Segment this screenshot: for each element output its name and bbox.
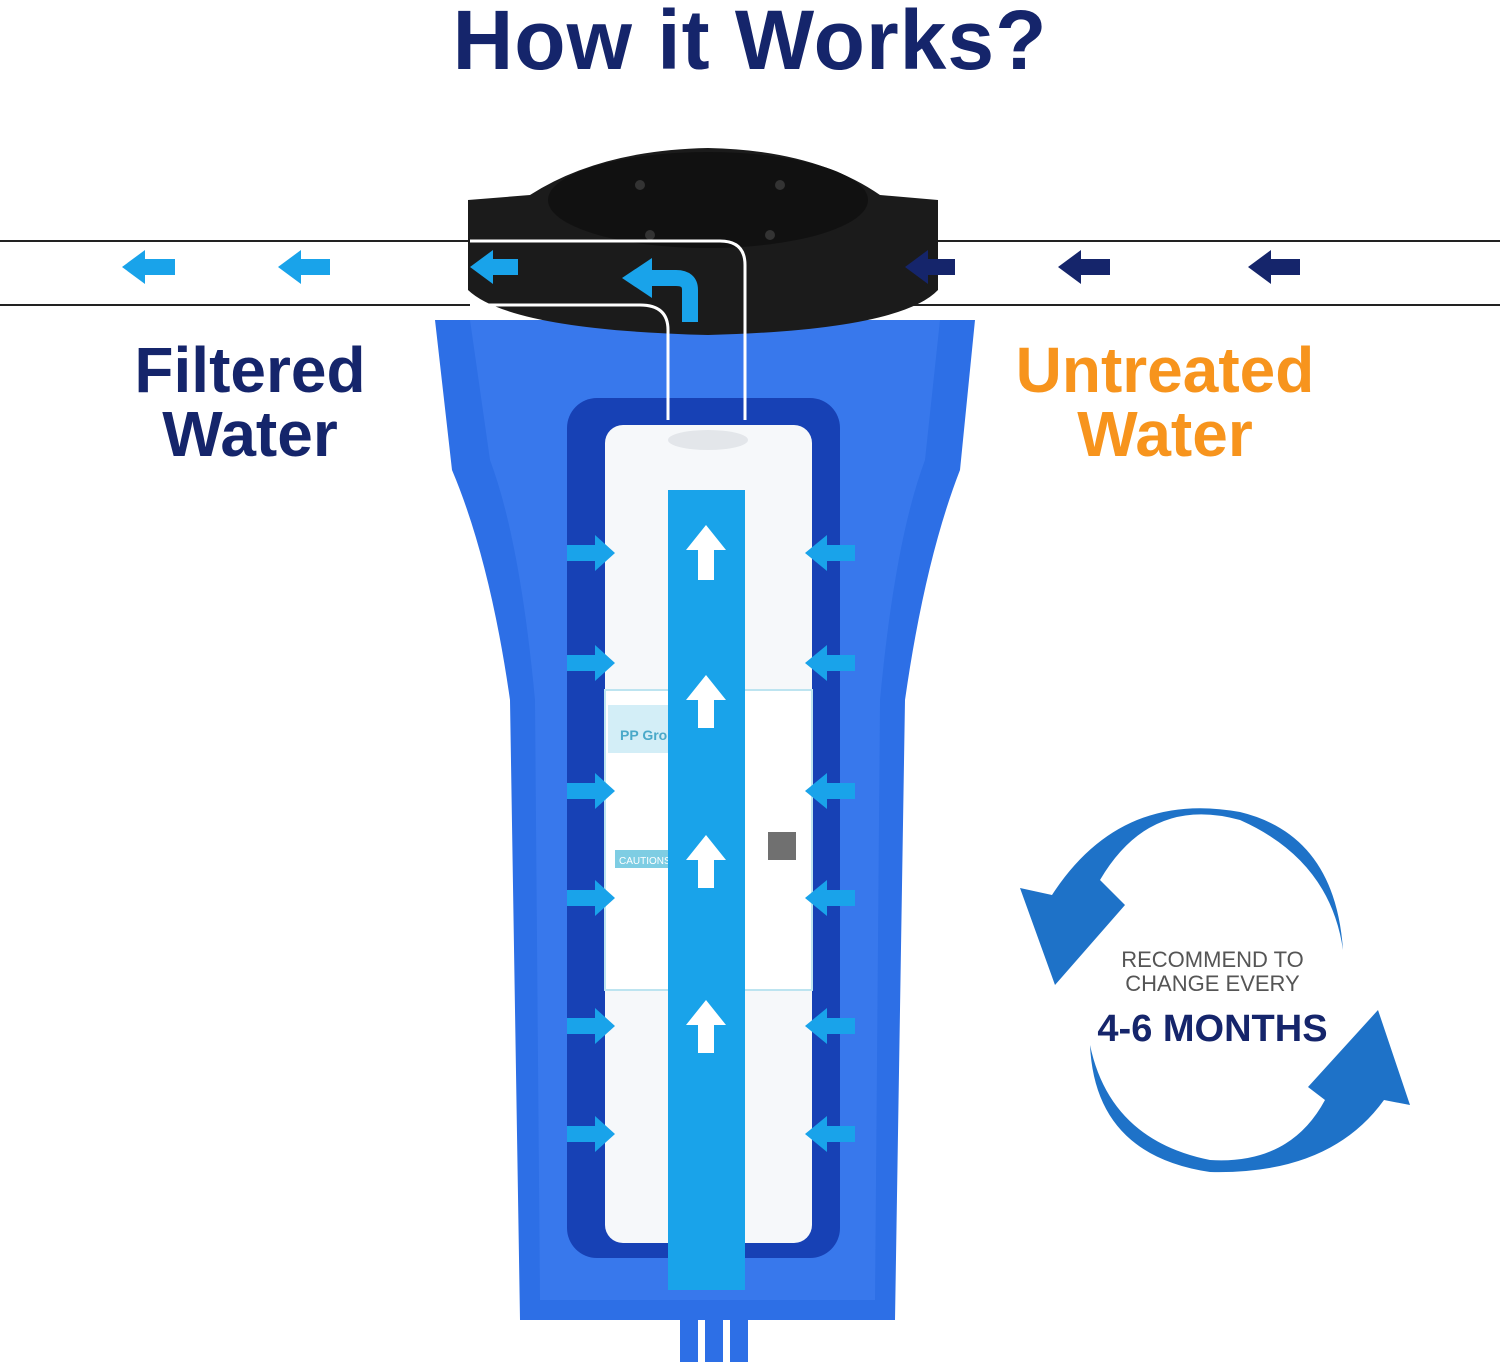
turn-arrow-icon <box>648 270 698 322</box>
outflow-arrows <box>122 250 518 284</box>
untreated-water-label: Untreated Water <box>1000 338 1330 466</box>
arrow-up-icon <box>686 1000 726 1053</box>
cartridge-label-heading: PP Gro <box>620 727 667 743</box>
arrow-left-icon <box>805 1008 855 1044</box>
arrow-left-icon <box>1058 250 1110 284</box>
qr-code-icon <box>768 832 796 860</box>
filtered-water-label: Filtered Water <box>110 338 390 466</box>
arrow-up-icon <box>686 525 726 580</box>
arrow-right-icon <box>567 773 615 809</box>
arrow-right-icon <box>567 880 615 916</box>
center-channel <box>668 490 745 1290</box>
housing-foot <box>730 1300 748 1362</box>
arrow-right-icon <box>567 535 615 571</box>
page-title: How it Works? <box>452 0 1048 87</box>
arrow-left-icon <box>278 250 330 284</box>
housing-foot <box>680 1300 698 1362</box>
replacement-interval: 4-6 MONTHS <box>1097 1008 1328 1050</box>
arrow-up-icon <box>686 835 726 888</box>
cycle-arrows-icon <box>1020 808 1410 1173</box>
arrow-right-icon <box>567 1116 615 1152</box>
replacement-note: RECOMMEND TO CHANGE EVERY <box>1095 948 1330 996</box>
arrow-left-icon <box>805 773 855 809</box>
replacement-line1: RECOMMEND TO <box>1121 947 1304 972</box>
arrow-right-icon <box>567 645 615 681</box>
filtered-label-line1: Filtered <box>134 334 366 406</box>
untreated-label-line1: Untreated <box>1015 334 1315 406</box>
arrow-left-icon <box>122 250 175 284</box>
inflow-arrows <box>905 250 1300 284</box>
arrow-right-icon <box>567 1008 615 1044</box>
arrow-left-icon <box>805 645 855 681</box>
replacement-line2: CHANGE EVERY <box>1125 971 1300 996</box>
outlet-path <box>470 303 670 420</box>
arrow-left-icon <box>805 880 855 916</box>
upflow-arrows <box>686 525 726 1053</box>
untreated-label-line2: Water <box>1077 398 1253 470</box>
cartridge-label-section: CAUTIONS <box>619 856 671 867</box>
arrow-left-icon <box>905 250 955 284</box>
housing-foot <box>705 1300 723 1362</box>
arrow-left-icon <box>805 535 855 571</box>
arrow-left-icon <box>805 1116 855 1152</box>
side-inflow-arrows <box>567 535 855 1152</box>
arrow-left-icon <box>470 250 518 284</box>
filtered-label-line2: Water <box>162 398 338 470</box>
arrow-left-icon <box>1248 250 1300 284</box>
arrow-up-icon <box>686 675 726 728</box>
